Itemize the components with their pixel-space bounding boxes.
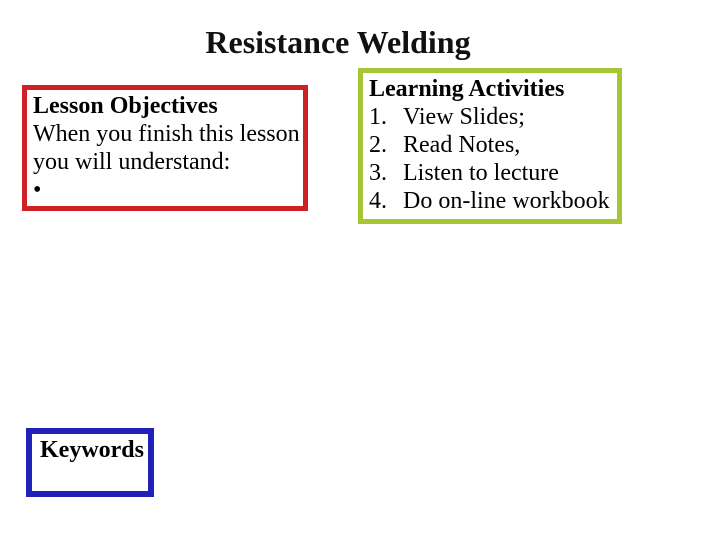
learning-activities-heading: Learning Activities <box>369 76 565 102</box>
activity-item-4-number: 4. <box>369 188 387 214</box>
lesson-objectives-line-2: you will understand: <box>33 149 231 175</box>
activity-item-1: 1. View Slides; <box>369 103 613 131</box>
empty-bullet-marker: • <box>33 177 42 203</box>
lesson-objectives-heading: Lesson Objectives <box>33 93 218 119</box>
activity-item-1-number: 1. <box>369 104 387 130</box>
activity-item-3-number: 3. <box>369 160 387 186</box>
lesson-objectives-line-1: When you finish this lesson <box>33 121 300 147</box>
slide-title: Resistance Welding <box>205 24 471 60</box>
learning-activities-box: Learning Activities 1. View Slides; 2. R… <box>358 68 622 224</box>
activity-item-2-text: Read Notes, <box>403 132 521 158</box>
activity-item-3-text: Listen to lecture <box>403 160 559 186</box>
activity-item-4-text: Do on-line workbook <box>403 188 610 214</box>
activity-item-2-number: 2. <box>369 132 387 158</box>
activity-item-3: 3. Listen to lecture <box>369 159 613 187</box>
activity-item-1-text: View Slides; <box>403 104 525 130</box>
activity-item-4: 4. Do on-line workbook <box>369 187 613 215</box>
keywords-heading: Keywords <box>40 437 144 463</box>
lesson-objectives-box: Lesson Objectives When you finish this l… <box>22 85 308 211</box>
activity-item-2: 2. Read Notes, <box>369 131 613 159</box>
keywords-box: Keywords <box>26 428 154 497</box>
